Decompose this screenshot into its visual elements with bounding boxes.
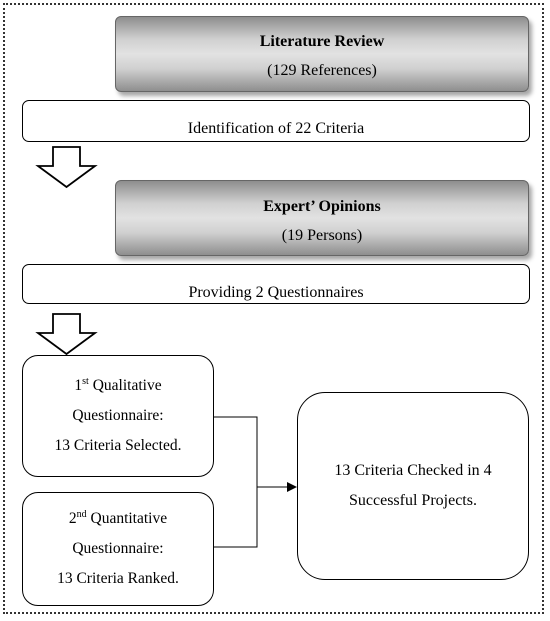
expert-opinions-box: Expert’ Opinions (19 Persons)	[115, 180, 529, 256]
identification-criteria-box: Identification of 22 Criteria	[22, 100, 530, 142]
down-arrow-icon	[35, 146, 98, 189]
literature-review-box: Literature Review (129 References)	[115, 16, 529, 92]
providing-questionnaires-label: Providing 2 Questionnaires	[188, 284, 364, 301]
right-arrowhead-icon	[287, 482, 297, 492]
quantitative-questionnaire-line1: 2nd Quantitative	[68, 508, 168, 527]
literature-review-references: (129 References)	[267, 62, 377, 79]
outer-dotted-frame	[3, 3, 544, 614]
criteria-checked-box: 13 Criteria Checked in 4 Successful Proj…	[297, 392, 529, 580]
quantitative-questionnaire-line3: 13 Criteria Ranked.	[57, 570, 179, 587]
qualitative-questionnaire-line1: 1st Qualitative	[74, 375, 162, 394]
quantitative-questionnaire-box: 2nd Quantitative Questionnaire: 13 Crite…	[22, 492, 214, 606]
expert-opinions-title: Expert’ Opinions	[263, 198, 381, 215]
down-arrow-icon	[35, 313, 98, 356]
expert-opinions-persons: (19 Persons)	[281, 227, 363, 244]
providing-questionnaires-box: Providing 2 Questionnaires	[22, 264, 530, 304]
bracket-connector	[214, 416, 289, 548]
identification-criteria-label: Identification of 22 Criteria	[187, 120, 365, 137]
literature-review-title: Literature Review	[259, 33, 385, 50]
qualitative-questionnaire-line2: Questionnaire:	[72, 407, 164, 424]
qualitative-questionnaire-box: 1st Qualitative Questionnaire: 13 Criter…	[22, 355, 214, 477]
criteria-checked-line1: 13 Criteria Checked in 4	[334, 462, 492, 479]
criteria-checked-line2: Successful Projects.	[349, 492, 477, 509]
qualitative-questionnaire-line3: 13 Criteria Selected.	[54, 437, 182, 454]
quantitative-questionnaire-line2: Questionnaire:	[72, 540, 164, 557]
